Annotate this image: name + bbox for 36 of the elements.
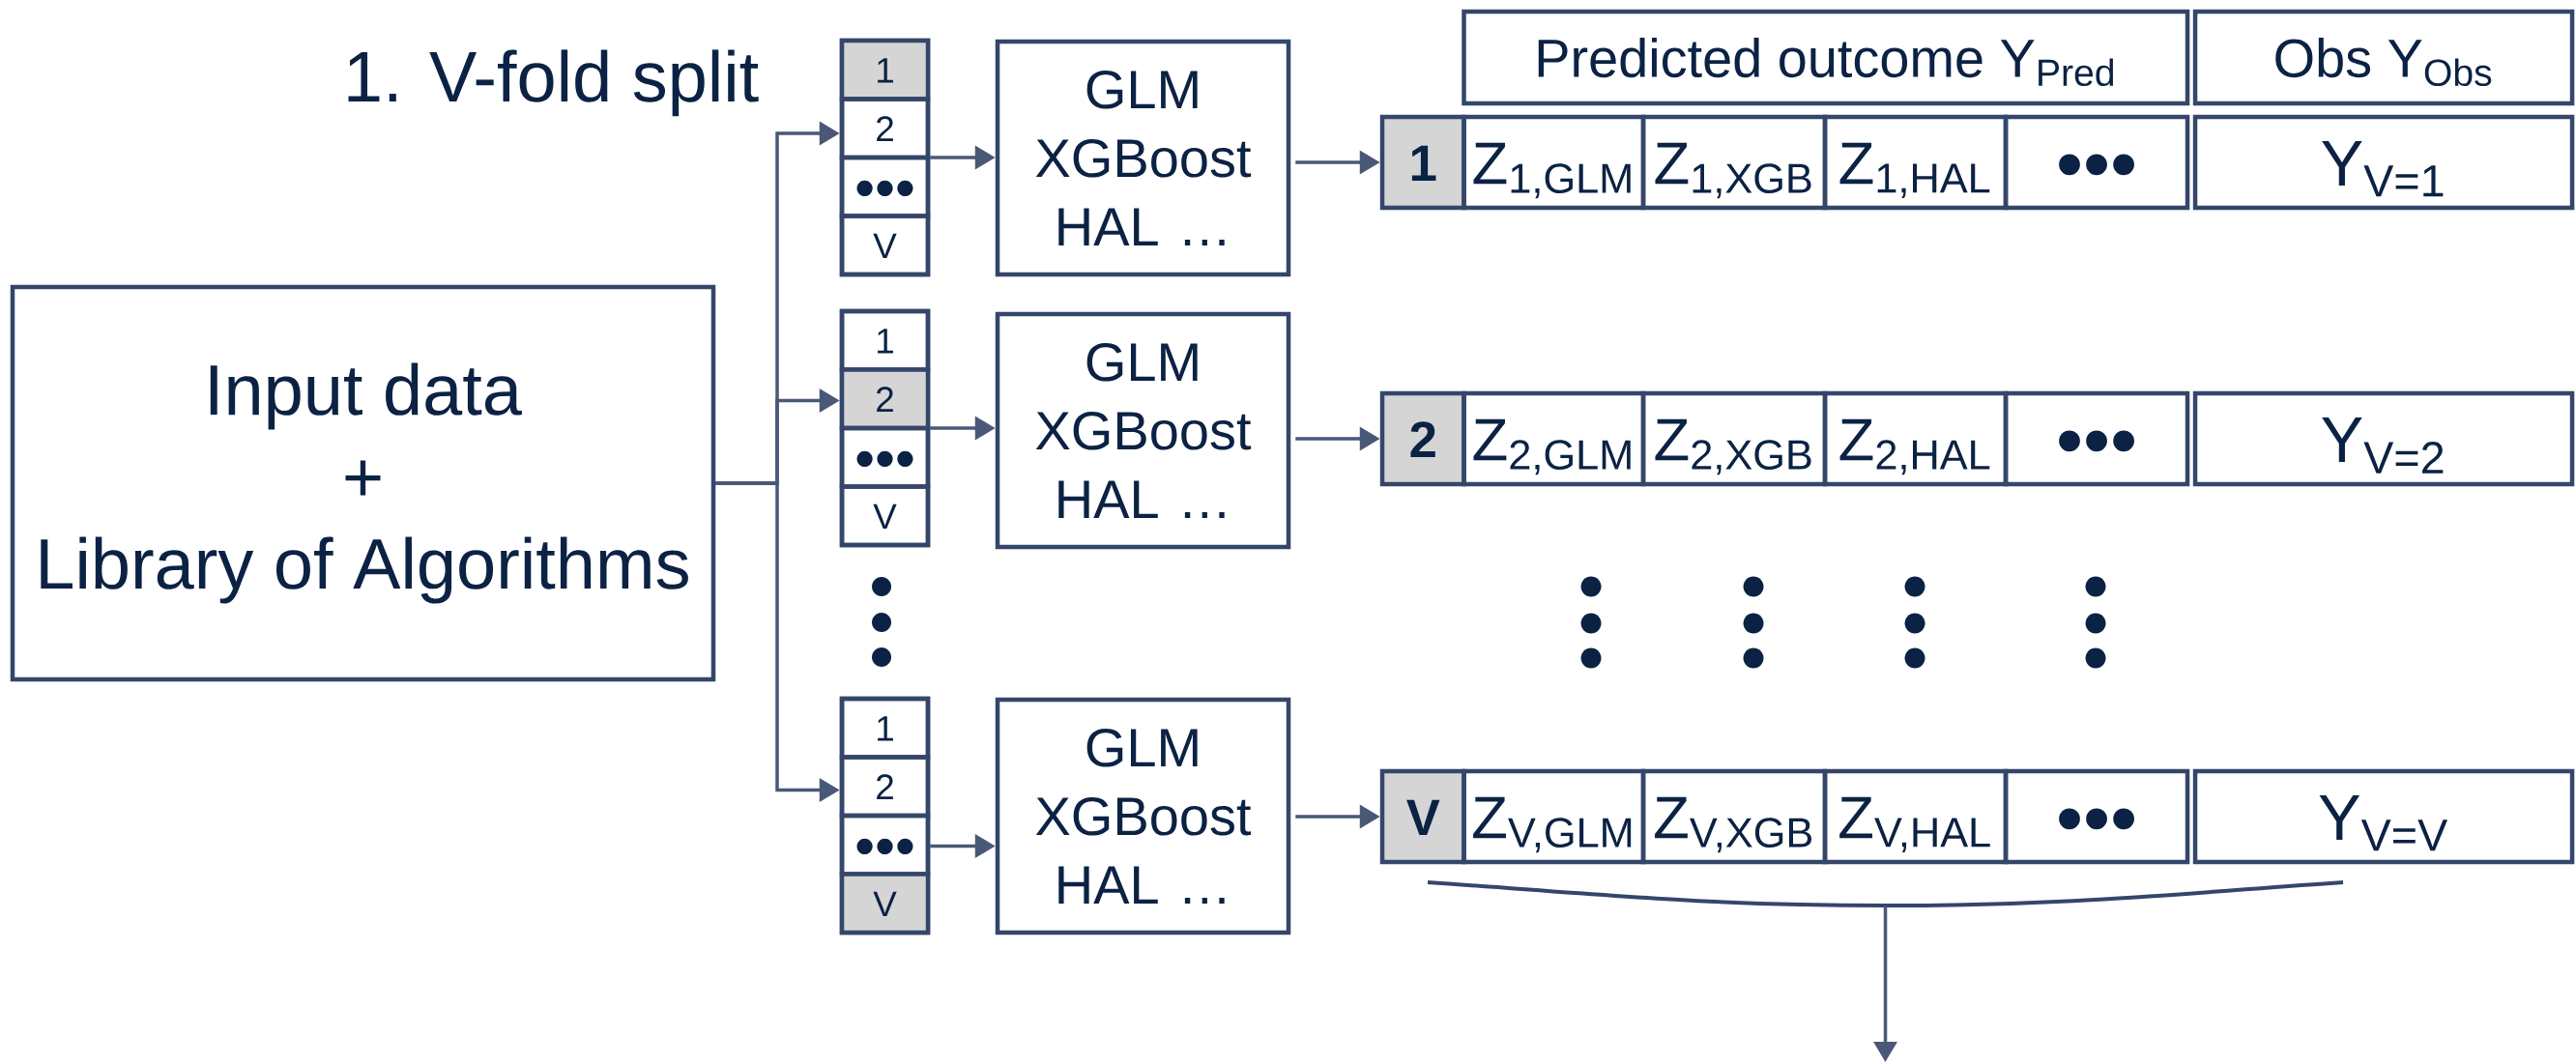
title: 1. V-fold split — [348, 49, 759, 117]
prediction-cell: Z$_{1,HAL}$ — [1822, 114, 2009, 211]
fold-cell: 2 — [839, 755, 931, 819]
algorithm-box: GLM XGBoost HAL … — [995, 311, 1291, 550]
fold-cell: 2 — [839, 97, 931, 160]
prediction-cell: Z$_{1,XGB}$ — [1640, 114, 1828, 211]
ellipsis-cell: ••• — [2003, 390, 2190, 487]
fold-cell: 1 — [839, 696, 931, 760]
fold-cell: ••• — [839, 155, 931, 218]
fold-number-cell: 2 — [1379, 390, 1466, 487]
prediction-cell: Z$_{1,GLM}$ — [1462, 114, 1646, 211]
fold-number-cell: 1 — [1379, 114, 1466, 211]
fold-cell: ••• — [839, 425, 931, 489]
fold-cell: V — [839, 872, 931, 935]
fold-cell: 2 — [839, 367, 931, 431]
algorithm-box: GLM XGBoost HAL … — [995, 697, 1291, 935]
outcome-cell: Y$_{V=2}$ — [2192, 390, 2575, 487]
ellipsis-cell: ••• — [2003, 114, 2190, 211]
prediction-cell: Z$_{V,XGB}$ — [1640, 768, 1828, 865]
prediction-cell: Z$_{2,GLM}$ — [1462, 390, 1646, 487]
fold-number-cell: V — [1379, 768, 1466, 865]
ellipsis-cell: ••• — [2003, 768, 2190, 865]
algorithm-box: GLM XGBoost HAL … — [995, 39, 1291, 277]
fold-cell: 1 — [839, 38, 931, 101]
prediction-cell: Z$_{2,XGB}$ — [1640, 390, 1828, 487]
outcome-cell: Y$_{V=V}$ — [2192, 768, 2575, 865]
prediction-cell: Z$_{V,GLM}$ — [1462, 768, 1646, 865]
outcome-cell: Y$_{V=1}$ — [2192, 114, 2575, 211]
header-cell: Predicted outcome Y$_{Pred}$ — [1462, 9, 2190, 106]
bracket — [1427, 880, 2344, 907]
header-cell: Obs Y$_{Obs}$ — [2192, 9, 2575, 106]
fold-cell: V — [839, 214, 931, 277]
input-box: Input data + Library of Algorithms — [10, 284, 716, 682]
fold-cell: V — [839, 484, 931, 548]
prediction-cell: Z$_{V,HAL}$ — [1822, 768, 2009, 865]
prediction-cell: Z$_{2,HAL}$ — [1822, 390, 2009, 487]
